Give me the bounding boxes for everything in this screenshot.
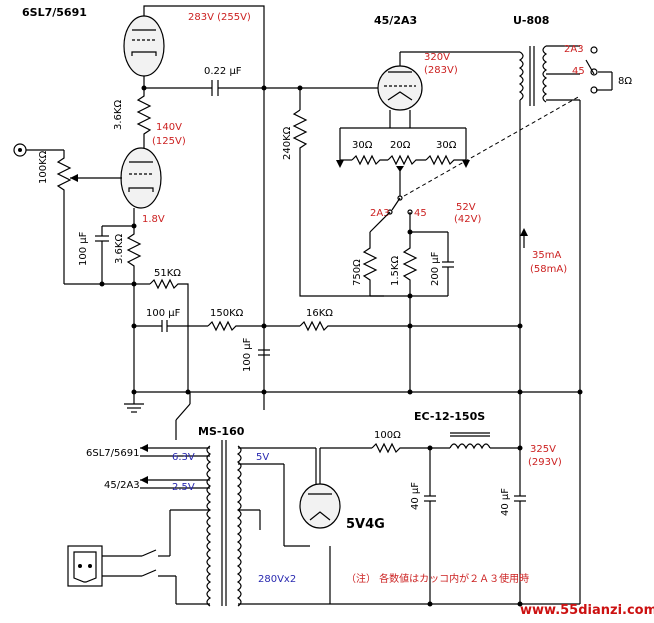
power-transformer-label: MS-160 [198, 425, 245, 438]
voltage-1v8: 1.8V [142, 214, 165, 225]
label-150k: 150KΩ [210, 308, 244, 319]
switch-tap-2a3: 2A3 [370, 208, 390, 219]
resistor-51k [149, 278, 189, 290]
label-cathode-cap: 100 μF [78, 231, 89, 266]
label-3k6-plate: 3.6KΩ [113, 100, 124, 130]
label-100uf-b: 100 μF [242, 337, 253, 372]
label-volume-pot: 100KΩ [38, 150, 49, 184]
resistor-3k6-plate [136, 88, 152, 148]
resistor-150k [207, 320, 264, 332]
resistor-240k [292, 109, 384, 297]
resistor-1k5 [402, 232, 418, 392]
label-200uf: 200 μF [430, 251, 441, 286]
choke-label: EC-12-150S [414, 410, 485, 423]
opt-tap-45: 45 [572, 66, 585, 77]
voltage-42: (42V) [454, 214, 481, 225]
driver-b-plus-wire [143, 5, 265, 410]
label-750: 750Ω [352, 259, 363, 286]
resistor-3k6-cathode [126, 226, 142, 284]
label-16k: 16KΩ [306, 308, 333, 319]
ac-inlet[interactable] [67, 545, 103, 587]
switch-linkage [403, 95, 581, 197]
rectifier-tube [299, 483, 341, 529]
heater-label-output: 45/2A3 [104, 480, 140, 491]
power-switch-1[interactable] [141, 549, 157, 557]
label-240k: 240KΩ [282, 126, 293, 160]
voltage-125: (125V) [152, 136, 186, 147]
resistor-30-right [425, 154, 466, 166]
heater-6v3: 6.3V [172, 452, 195, 463]
volume-pot[interactable] [56, 150, 72, 284]
heater-5v: 5V [256, 452, 269, 463]
label-30-right: 30Ω [436, 140, 457, 151]
resistor-100 [371, 442, 430, 454]
voltage-325: 325V [530, 444, 556, 455]
label-100: 100Ω [374, 430, 401, 441]
label-100uf-mid: 100 μF [146, 308, 181, 319]
resistor-30-left [351, 154, 388, 166]
switch-tap-45: 45 [414, 208, 427, 219]
output-transformer [518, 45, 548, 106]
label-51k: 51KΩ [154, 268, 181, 279]
voltage-320: 320V [424, 52, 450, 63]
output-transformer-label: U-808 [513, 14, 549, 27]
output-tube-label: 45/2A3 [374, 14, 417, 27]
choke [449, 432, 491, 450]
voltage-driver-plate: 283V (255V) [188, 12, 251, 23]
label-20: 20Ω [390, 140, 411, 151]
label-40uf-b: 40 μF [500, 488, 511, 516]
rectifier-tube-label: 5V4G [346, 517, 385, 532]
current-58ma: (58mA) [530, 264, 567, 275]
heater-label-driver: 6SL7/5691 [86, 448, 139, 459]
power-transformer [206, 440, 242, 607]
output-tube [377, 65, 423, 111]
speaker-impedance: 8Ω [618, 76, 632, 87]
voltage-293: (293V) [528, 457, 562, 468]
resistor-16k [299, 320, 520, 332]
label-3k6-cathode: 3.6KΩ [114, 234, 125, 264]
voltage-52: 52V [456, 202, 476, 213]
driver-tube-upper [123, 15, 165, 77]
label-30-left: 30Ω [352, 140, 373, 151]
driver-tube-lower [120, 147, 162, 209]
hv-280x2: 280Vx2 [258, 574, 296, 585]
watermark: www.55dianzi.com [520, 603, 654, 618]
footnote: （注） 各数値はカッコ内が２Ａ３使用時 [346, 572, 529, 585]
heater-2v5: 2.5V [172, 482, 195, 493]
coupling-cap-label: 0.22 μF [204, 66, 242, 77]
current-35ma: 35mA [532, 250, 561, 261]
label-1k5: 1.5KΩ [390, 256, 401, 286]
power-switch-2[interactable] [141, 569, 157, 577]
resistor-20-pot[interactable] [387, 154, 426, 166]
opt-tap-2a3: 2A3 [564, 44, 584, 55]
voltage-140: 140V [156, 122, 182, 133]
resistor-750 [362, 232, 378, 296]
label-40uf-a: 40 μF [410, 482, 421, 510]
voltage-283: (283V) [424, 65, 458, 76]
driver-tube-label: 6SL7/5691 [22, 6, 87, 19]
